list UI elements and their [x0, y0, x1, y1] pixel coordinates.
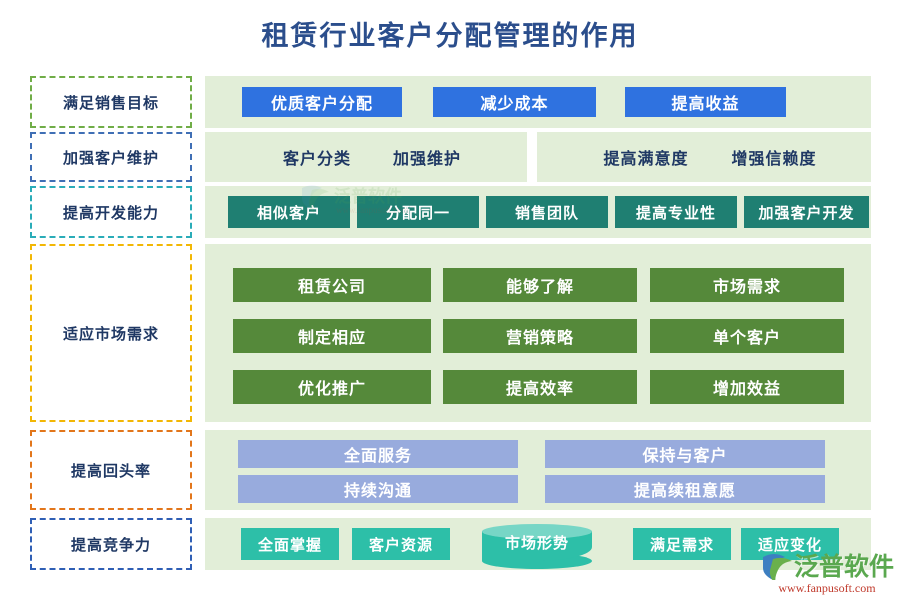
row-label-improve-repeat-rate[interactable]: 提高回头率 [30, 430, 192, 510]
brand-watermark-url: www.fanpusoft.com [778, 581, 876, 595]
chip-label: 制定相应 [297, 330, 366, 347]
chip-label: 客户资源 [368, 536, 433, 554]
chip-label: 保持与客户 [642, 448, 728, 465]
row-label-satisfy-sales-target[interactable]: 满足销售目标 [30, 76, 192, 128]
row-panel-5: 全面服务 保持与客户 持续沟通 提高续租意愿 [205, 430, 871, 510]
chip-formulate-corresponding[interactable]: 制定相应 [233, 319, 431, 353]
chip-improve-professionalism[interactable]: 提高专业性 [615, 196, 737, 228]
text-label: 加强维护 [392, 151, 461, 168]
row-label-text: 加强客户维护 [62, 149, 159, 167]
row-label-text: 提高竞争力 [70, 536, 151, 554]
chip-label: 市场需求 [712, 279, 781, 296]
chip-label: 优质客户分配 [270, 96, 373, 113]
row-panel-6: 全面掌握 客户资源 市场形势 满足需求 适应变化 [205, 518, 871, 570]
row-label-text: 提高开发能力 [62, 204, 159, 222]
chip-label: 租赁公司 [297, 279, 366, 296]
row-label-adapt-market-demand[interactable]: 适应市场需求 [30, 244, 192, 422]
chip-label: 相似客户 [256, 204, 321, 222]
chip-label: 提高专业性 [635, 204, 716, 222]
chip-label: 满足需求 [649, 536, 714, 554]
chip-optimize-promotion[interactable]: 优化推广 [233, 370, 431, 404]
cylinder-label: 市场形势 [504, 535, 569, 552]
chip-label: 营销策略 [505, 330, 574, 347]
row-panel-1: 优质客户分配 减少成本 提高收益 [205, 76, 871, 128]
chip-label: 持续沟通 [343, 483, 412, 500]
chip-label: 优化推广 [297, 381, 366, 398]
page-title: 租赁行业客户分配管理的作用 [261, 21, 639, 51]
row-panel-2b: 提高满意度 增强信赖度 [537, 132, 871, 182]
chip-customer-resources[interactable]: 客户资源 [352, 528, 450, 560]
chip-single-customer[interactable]: 单个客户 [650, 319, 844, 353]
chip-label: 能够了解 [505, 279, 574, 296]
row-label-text: 适应市场需求 [62, 325, 159, 343]
chip-able-to-understand[interactable]: 能够了解 [443, 268, 637, 302]
chip-marketing-strategy[interactable]: 营销策略 [443, 319, 637, 353]
row-panel-4: 租赁公司 能够了解 市场需求 制定相应 营销策略 单个客户 优化推广 提高效率 … [205, 244, 871, 422]
chip-label: 全面服务 [343, 448, 412, 465]
chip-label: 提高效率 [505, 381, 574, 398]
chip-comprehensive-service[interactable]: 全面服务 [238, 440, 518, 468]
chip-label: 增加效益 [712, 381, 781, 398]
cylinder-top [482, 524, 592, 539]
chip-continuous-communication[interactable]: 持续沟通 [238, 475, 518, 503]
chip-market-situation-cylinder[interactable]: 市场形势 [482, 524, 592, 569]
text-strengthen-maintenance[interactable]: 加强维护 [377, 132, 477, 182]
text-label: 客户分类 [282, 151, 351, 168]
chip-sales-team[interactable]: 销售团队 [486, 196, 608, 228]
chip-increase-revenue[interactable]: 提高收益 [625, 87, 786, 117]
chip-label: 分配同一 [385, 204, 450, 222]
text-enhance-trust[interactable]: 增强信赖度 [715, 132, 833, 182]
chip-similar-customers[interactable]: 相似客户 [228, 196, 350, 228]
chip-label: 加强客户开发 [758, 204, 855, 222]
row-panel-2a: 客户分类 加强维护 [205, 132, 527, 182]
chip-reduce-cost[interactable]: 减少成本 [433, 87, 596, 117]
chip-increase-benefit[interactable]: 增加效益 [650, 370, 844, 404]
chip-label: 提高收益 [671, 96, 740, 113]
text-label: 增强信赖度 [731, 151, 817, 168]
chip-maintain-with-customer[interactable]: 保持与客户 [545, 440, 825, 468]
text-customer-classification[interactable]: 客户分类 [267, 132, 367, 182]
chip-label: 提高续租意愿 [633, 483, 736, 500]
chip-label: 减少成本 [480, 96, 549, 113]
chip-label: 销售团队 [514, 204, 579, 222]
chip-leasing-company[interactable]: 租赁公司 [233, 268, 431, 302]
chip-meet-demand[interactable]: 满足需求 [633, 528, 731, 560]
text-label: 提高满意度 [603, 151, 689, 168]
chip-strengthen-customer-development[interactable]: 加强客户开发 [744, 196, 869, 228]
chip-quality-customer-allocation[interactable]: 优质客户分配 [242, 87, 402, 117]
chip-improve-efficiency[interactable]: 提高效率 [443, 370, 637, 404]
chip-adapt-to-change[interactable]: 适应变化 [741, 528, 839, 560]
chip-assign-same[interactable]: 分配同一 [357, 196, 479, 228]
chip-comprehensive-grasp[interactable]: 全面掌握 [241, 528, 339, 560]
row-panel-3: 相似客户 分配同一 销售团队 提高专业性 加强客户开发 [205, 186, 871, 238]
chip-label: 适应变化 [757, 536, 822, 554]
chip-label: 单个客户 [712, 330, 781, 347]
row-label-text: 提高回头率 [70, 462, 151, 480]
row-label-text: 满足销售目标 [62, 94, 159, 112]
row-label-improve-competitiveness[interactable]: 提高竞争力 [30, 518, 192, 570]
chip-label: 全面掌握 [257, 536, 322, 554]
row-label-strengthen-customer-maintenance[interactable]: 加强客户维护 [30, 132, 192, 182]
chip-improve-renewal-willingness[interactable]: 提高续租意愿 [545, 475, 825, 503]
chip-market-demand[interactable]: 市场需求 [650, 268, 844, 302]
text-improve-satisfaction[interactable]: 提高满意度 [587, 132, 705, 182]
row-label-improve-development-capability[interactable]: 提高开发能力 [30, 186, 192, 238]
